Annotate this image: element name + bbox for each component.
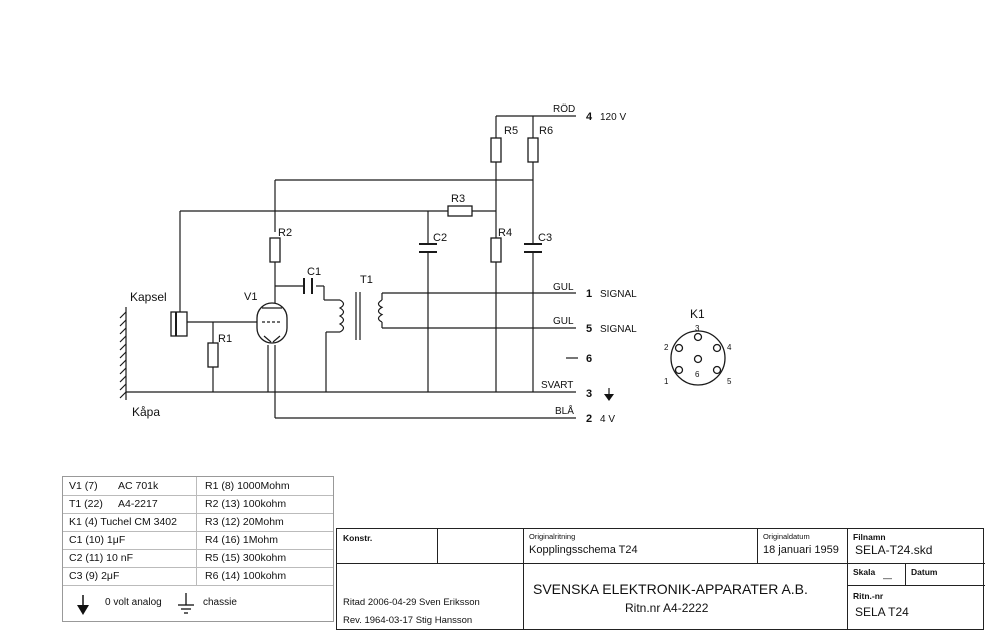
r3-resistor xyxy=(447,205,473,217)
t1-transformer xyxy=(338,292,384,340)
pin2-number: 2 xyxy=(586,413,592,425)
parts-row: C3 (9) 2μF R6 (14) 100kohm xyxy=(63,567,333,586)
pin1-color: GUL xyxy=(553,282,574,293)
ritn-nr-label: Ritn.-nr xyxy=(853,591,884,601)
originalritning-label: Originalritning xyxy=(529,532,576,541)
pin1-number: 1 xyxy=(586,288,592,300)
r6-label: R6 xyxy=(539,125,553,137)
title-block: Konstr. Ritad 2006-04-29 Sven Eriksson R… xyxy=(336,528,985,630)
r5-resistor xyxy=(490,137,502,163)
pin2-color: BLÅ xyxy=(555,404,574,417)
c2-capacitor xyxy=(419,243,437,253)
pin1-desc: SIGNAL xyxy=(600,289,637,300)
c3-capacitor xyxy=(524,243,542,253)
k1-connector xyxy=(670,330,726,386)
r3-label: R3 xyxy=(451,193,465,205)
c1-capacitor xyxy=(303,278,313,294)
ground-arrow-icon xyxy=(604,388,614,401)
parts-row: T1 (22) A4-2217 R2 (13) 100kohm xyxy=(63,495,333,514)
skala-value: — xyxy=(883,573,892,583)
c3-label: C3 xyxy=(538,232,552,244)
ritn-nr-value: SELA T24 xyxy=(855,605,909,619)
pin4-color: RÖD xyxy=(553,103,575,115)
wires xyxy=(126,115,578,419)
k1-pin3: 3 xyxy=(695,324,700,333)
kapsel-microphone xyxy=(170,311,188,337)
filnamn-label: Filnamn xyxy=(853,532,886,542)
skala-label: Skala xyxy=(853,567,876,577)
pin5-desc: SIGNAL xyxy=(600,324,637,335)
analog-ground-icon xyxy=(77,595,89,615)
originaldatum-value: 18 januari 1959 xyxy=(763,544,839,556)
ritad-text: Ritad 2006-04-29 Sven Eriksson xyxy=(343,597,480,608)
rev-text: Rev. 1964-03-17 Stig Hansson xyxy=(343,615,473,626)
t1-label: T1 xyxy=(360,274,373,286)
pin4-desc: 120 V xyxy=(600,112,626,123)
r4-label: R4 xyxy=(498,227,512,239)
pin5-color: GUL xyxy=(553,316,574,327)
chassis-ground-icon xyxy=(178,593,194,614)
parts-row: K1 (4) Tuchel CM 3402 R3 (12) 20Mohm xyxy=(63,513,333,532)
c2-label: C2 xyxy=(433,232,447,244)
r1-resistor xyxy=(207,342,219,368)
datum-label: Datum xyxy=(911,567,938,577)
parts-legend: 0 volt analog chassie xyxy=(63,587,333,621)
pin3-color: SVART xyxy=(541,380,573,391)
filnamn-value: SELA-T24.skd xyxy=(855,543,933,557)
r2-label: R2 xyxy=(278,227,292,239)
c1-label: C1 xyxy=(307,266,321,278)
k1-pin5: 5 xyxy=(727,377,732,386)
originaldatum-label: Originaldatum xyxy=(763,532,810,541)
k1-pin4: 4 xyxy=(727,343,732,352)
legend-chassis: chassie xyxy=(203,597,237,608)
pin5-number: 5 xyxy=(586,323,592,335)
parts-row: V1 (7) AC 701k R1 (8) 1000Mohm xyxy=(63,477,333,496)
parts-row: C2 (11) 10 nF R5 (15) 300kohm xyxy=(63,549,333,568)
v1-tube xyxy=(256,302,288,344)
kapsel-label: Kapsel xyxy=(130,290,167,304)
k1-pin2: 2 xyxy=(664,343,669,352)
pin4-number: 4 xyxy=(586,111,593,123)
parts-list: V1 (7) AC 701k R1 (8) 1000Mohm T1 (22) A… xyxy=(62,476,334,622)
k1-pin1: 1 xyxy=(664,377,669,386)
originalritning-value: Kopplingsschema T24 xyxy=(529,544,638,556)
r5-label: R5 xyxy=(504,125,518,137)
company-name: SVENSKA ELEKTRONIK-APPARATER A.B. xyxy=(533,581,808,597)
r6-resistor xyxy=(527,137,539,163)
r4-resistor xyxy=(490,237,502,263)
k1-label: K1 xyxy=(690,307,705,321)
kapa-label: Kåpa xyxy=(132,405,160,419)
kapa-housing xyxy=(119,307,127,400)
r2-resistor xyxy=(269,237,281,263)
k1-pin6: 6 xyxy=(695,370,700,379)
pin6-number: 6 xyxy=(586,353,592,365)
v1-label: V1 xyxy=(244,291,257,303)
pin3-number: 3 xyxy=(586,388,592,400)
legend-analog: 0 volt analog xyxy=(105,597,162,608)
konstr-label: Konstr. xyxy=(343,533,373,543)
r1-label: R1 xyxy=(218,333,232,345)
parts-row: C1 (10) 1μF R4 (16) 1Mohm xyxy=(63,531,333,550)
pin2-desc: 4 V xyxy=(600,414,615,425)
drawing-number-line: Ritn.nr A4-2222 xyxy=(625,601,709,615)
